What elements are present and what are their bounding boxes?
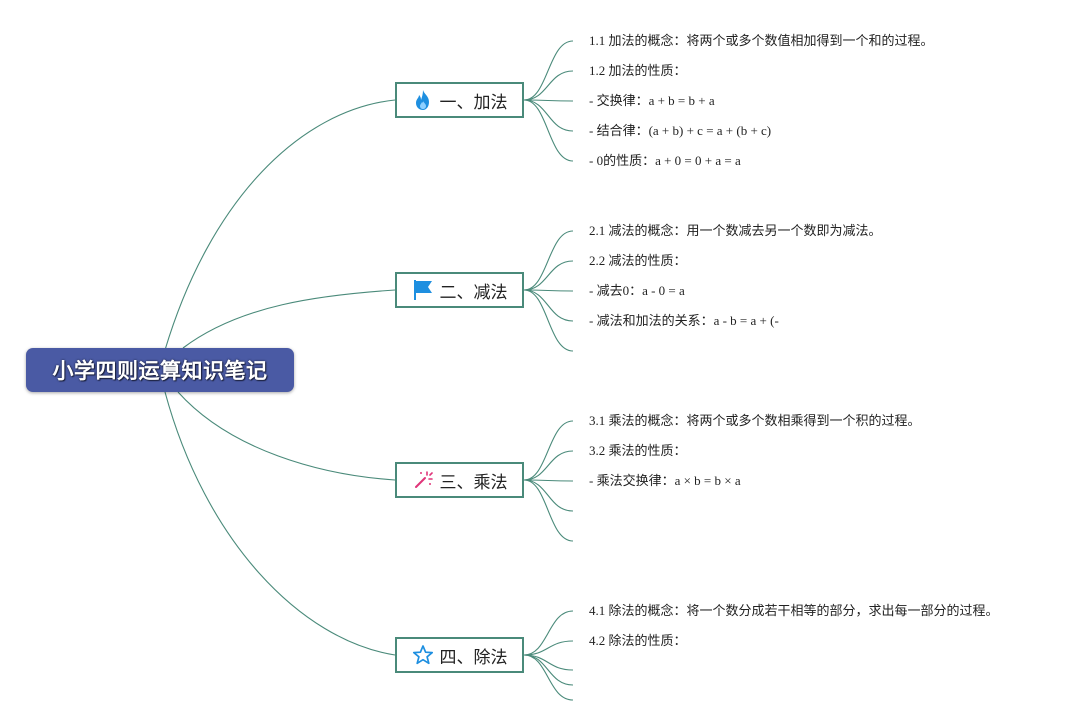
- connector-b3-leaf-2: [523, 450, 574, 481]
- branch-topic-multiplication[interactable]: 三、乘法: [395, 462, 524, 498]
- branch-topic-subtraction[interactable]: 二、减法: [395, 272, 524, 308]
- leaf-topic[interactable]: - 减去0：a - 0 = a: [589, 283, 685, 298]
- branch-label-addition: 一、加法: [439, 92, 508, 113]
- leaf-topic[interactable]: 4.2 除法的性质：: [589, 633, 687, 648]
- connector-b4-leaf-2: [523, 640, 574, 656]
- fire-icon: [412, 89, 434, 111]
- connector-b1-leaf-1: [523, 40, 574, 101]
- root-topic[interactable]: 小学四则运算知识笔记: [26, 348, 294, 392]
- connector-b3-leaf-5: [523, 479, 574, 542]
- connector-b1-leaf-2: [523, 70, 574, 101]
- connector-b2-leaf-2: [523, 260, 574, 291]
- connector-b1-leaf-4: [523, 99, 574, 132]
- leaf-topic[interactable]: 3.2 乘法的性质：: [589, 443, 687, 458]
- leaf-topic[interactable]: 2.1 减法的概念：用一个数减去另一个数即为减法。: [589, 223, 882, 238]
- branch-label-division: 四、除法: [439, 647, 508, 668]
- connector-root-branch-4: [164, 391, 396, 656]
- connector-b3-leaf-4: [523, 479, 574, 512]
- connector-b2-leaf-5: [523, 289, 574, 352]
- connector-root-branch-3: [177, 391, 396, 481]
- branch-topic-division[interactable]: 四、除法: [395, 637, 524, 673]
- connector-b4-leaf-5: [523, 654, 574, 701]
- leaf-topic[interactable]: 2.2 减法的性质：: [589, 253, 687, 268]
- connector-b4-leaf-1: [523, 610, 574, 656]
- leaf-topic[interactable]: 4.1 除法的概念：将一个数分成若干相等的部分，求出每一部分的过程。: [589, 603, 999, 618]
- magic-wand-icon: [412, 469, 434, 491]
- connector-b3-leaf-1: [523, 420, 574, 481]
- root-topic-label: 小学四则运算知识笔记: [52, 359, 268, 383]
- star-icon: [412, 644, 434, 666]
- leaf-topic[interactable]: - 减法和加法的关系：a - b = a + (-: [589, 313, 779, 328]
- connector-b2-leaf-4: [523, 289, 574, 322]
- connector-b2-leaf-1: [523, 230, 574, 291]
- leaf-topic[interactable]: - 结合律：(a + b) + c = a + (b + c): [589, 123, 772, 138]
- leaf-topic[interactable]: - 0的性质：a + 0 = 0 + a = a: [589, 153, 741, 168]
- flag-icon: [412, 279, 434, 301]
- connector-root-branch-1: [164, 99, 396, 351]
- leaf-topic[interactable]: 3.1 乘法的概念：将两个或多个数相乘得到一个积的过程。: [589, 413, 921, 428]
- leaf-topic[interactable]: - 乘法交换律：a × b = b × a: [589, 473, 741, 488]
- branch-topic-addition[interactable]: 一、加法: [395, 82, 524, 118]
- leaf-topic[interactable]: 1.1 加法的概念：将两个或多个数值相加得到一个和的过程。: [589, 33, 934, 48]
- branch-label-multiplication: 三、乘法: [439, 472, 508, 493]
- leaf-topic[interactable]: 1.2 加法的性质：: [589, 63, 687, 78]
- connector-root-branch-2: [182, 289, 396, 349]
- leaf-topic[interactable]: - 交换律：a + b = b + a: [589, 93, 715, 108]
- branch-label-subtraction: 二、减法: [439, 282, 508, 303]
- connector-b1-leaf-5: [523, 99, 574, 162]
